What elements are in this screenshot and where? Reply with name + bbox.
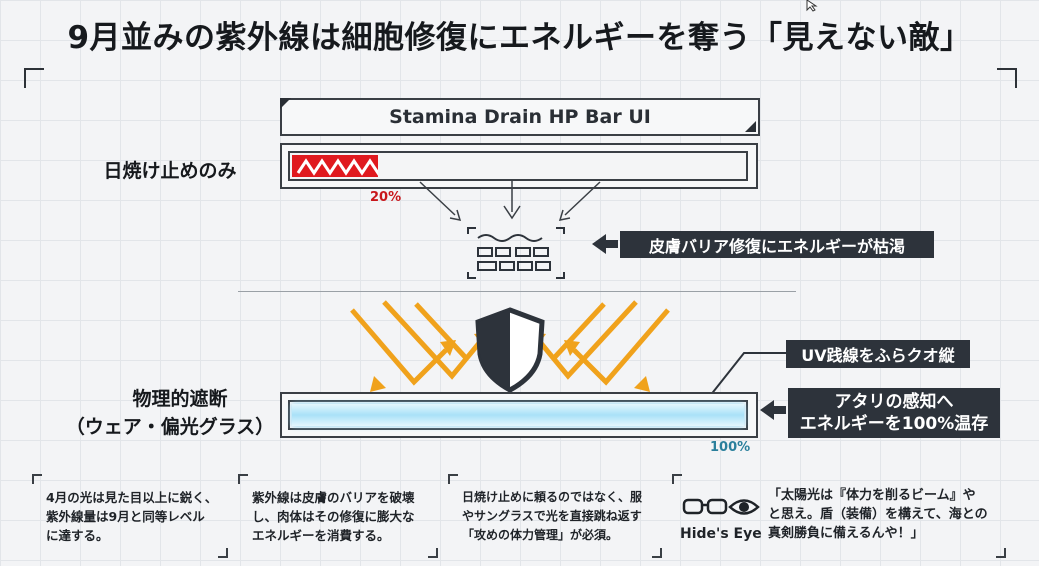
physical-row-label-1: 物理的遮断 — [132, 388, 228, 410]
note-2-line-3: エネルギーを消費する。 — [252, 528, 390, 543]
hides-eye-card: Hide's Eye 「太陽光は『体力を削るビーム』や と思え。盾（装備）を構え… — [672, 474, 1006, 558]
sunscreen-hp-bar-track — [288, 151, 748, 181]
energy-depleted-callout: 皮膚バリア修復にエネルギーが枯渇 — [620, 231, 934, 258]
section-divider — [238, 291, 796, 292]
hides-eye-quote-2: と思え。盾（装備）を構えて、海との — [768, 507, 988, 522]
sunlight-reflection-arrows — [350, 300, 670, 393]
note-3-line-1: 日焼け止めに頼るのではなく、服 — [462, 490, 643, 504]
corner-triangle-tl — [280, 98, 291, 109]
callout-arrow-left-icon-2 — [760, 400, 786, 420]
sunscreen-hp-fill — [292, 155, 378, 177]
physical-hp-bar-track — [288, 400, 748, 430]
sunscreen-hp-bar — [280, 143, 758, 189]
physical-row-label-2: （ウェア・偏光グラス） — [65, 416, 275, 438]
hp-bar-title: Stamina Drain HP Bar UI — [389, 106, 651, 128]
hides-eye-quote-3: 真剣勝負に備えるんや！」 — [768, 526, 924, 541]
uv-callout-leader — [705, 352, 786, 402]
frame-corner-tl — [24, 68, 44, 88]
skin-barrier-icon — [467, 227, 565, 279]
sunscreen-percent: 20% — [370, 190, 402, 205]
energy-save-callout: アタリの感知へ エネルギーを100%温存 — [788, 388, 1000, 438]
mouse-cursor-icon — [806, 0, 818, 12]
note-1-line-3: に達する。 — [46, 528, 109, 543]
note-3-line-3: 「攻めの体力管理」が必須。 — [462, 528, 619, 542]
note-1-line-1: 4月の光は見た目以上に鋭く、 — [46, 490, 218, 505]
hides-eye-quote-1: 「太陽光は『体力を削るビーム』や — [768, 488, 976, 503]
note-card-1: 4月の光は見た目以上に鋭く、 紫外線量は9月と同等レベル に達する。 — [32, 474, 228, 558]
note-3-line-2: やサングラスで光を直接跳ね返す — [462, 509, 642, 523]
note-card-2: 紫外線は皮膚のバリアを破壊 し、肉体はその修復に膨大な エネルギーを消費する。 — [238, 474, 438, 558]
physical-hp-bar — [280, 392, 758, 438]
uv-callout: UV践線をふらクオ縦 — [786, 340, 970, 368]
energy-save-line-1: アタリの感知へ — [834, 392, 954, 412]
hides-eye-caption: Hide's Eye — [680, 526, 762, 542]
physical-percent: 100% — [710, 440, 751, 455]
physical-hp-fill — [292, 404, 744, 426]
note-2-line-1: 紫外線は皮膚のバリアを破壊 — [252, 490, 415, 505]
hp-bar-title-box: Stamina Drain HP Bar UI — [280, 98, 760, 136]
note-card-3: 日焼け止めに頼るのではなく、服 やサングラスで光を直接跳ね返す 「攻めの体力管理… — [448, 474, 662, 558]
glasses-eye-icon — [682, 498, 760, 515]
callout-arrow-left-icon — [592, 234, 618, 254]
corner-triangle-br — [745, 121, 756, 132]
sunscreen-row-label: 日焼け止めのみ — [103, 160, 237, 182]
page-title: 9月並みの紫外線は細胞修復にエネルギーを奪う「見えない敵」 — [67, 20, 972, 56]
frame-corner-tr — [997, 68, 1017, 88]
converging-arrows-icon — [419, 180, 601, 221]
zigzag-damage-icon — [296, 158, 378, 176]
energy-save-line-2: エネルギーを100%温存 — [799, 414, 989, 434]
note-1-line-2: 紫外線量は9月と同等レベル — [46, 509, 205, 524]
note-2-line-2: し、肉体はその修復に膨大な — [252, 509, 415, 524]
shield-icon — [475, 307, 545, 393]
